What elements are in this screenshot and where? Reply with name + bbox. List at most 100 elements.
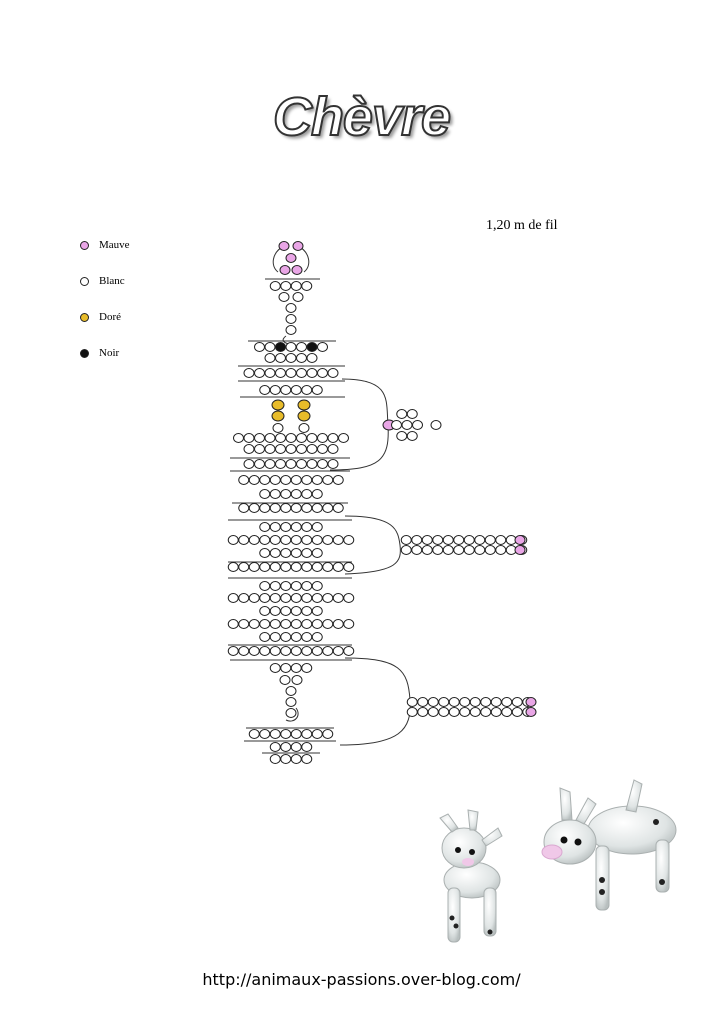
bead (248, 503, 260, 513)
bead (254, 459, 265, 469)
bead (290, 548, 302, 558)
beaded-goat-photo-left (439, 809, 503, 943)
bead (322, 729, 334, 739)
bead (514, 535, 526, 545)
bead (501, 697, 513, 707)
bead (285, 433, 297, 443)
bead (306, 368, 318, 378)
bead (290, 663, 302, 673)
bead (254, 433, 265, 443)
bead (322, 475, 334, 485)
legend-label: Mauve (99, 239, 130, 251)
bead (311, 522, 323, 532)
bead (311, 593, 323, 603)
bead (411, 535, 423, 545)
bead (280, 593, 292, 603)
bead (306, 444, 318, 454)
bead (338, 433, 349, 443)
bead (311, 503, 323, 513)
bead (285, 368, 297, 378)
bead (469, 697, 481, 707)
bead (259, 489, 271, 499)
bead (227, 646, 239, 656)
bead (280, 548, 292, 558)
bead (301, 606, 313, 616)
bead (233, 433, 244, 443)
bead (272, 423, 284, 433)
bead (269, 548, 281, 558)
bead (285, 697, 297, 707)
bead (327, 459, 339, 469)
bead (448, 707, 460, 717)
legend-label: Noir (99, 347, 120, 359)
bead (474, 545, 486, 555)
bead (238, 475, 250, 485)
bead (480, 697, 492, 707)
bead (343, 646, 355, 656)
bead (391, 420, 402, 430)
bead (264, 342, 276, 352)
bead (280, 475, 292, 485)
bead (343, 619, 355, 629)
bead (301, 663, 313, 673)
wire-path (344, 515, 401, 575)
bead (396, 409, 408, 419)
bead (301, 548, 313, 558)
bead (269, 606, 281, 616)
bead (243, 459, 255, 469)
bead (459, 697, 471, 707)
bead (442, 535, 454, 545)
bead (280, 606, 292, 616)
bead (269, 754, 281, 764)
bead (525, 707, 537, 717)
bead (327, 444, 339, 454)
bead (301, 581, 313, 591)
bead (264, 368, 276, 378)
bead (248, 535, 260, 545)
bead (427, 697, 439, 707)
bead (290, 281, 302, 291)
bead (301, 475, 313, 485)
bead (275, 368, 286, 378)
bead (254, 444, 265, 454)
bead (269, 562, 281, 572)
bead (343, 535, 355, 545)
bead (269, 475, 281, 485)
bead (259, 606, 271, 616)
bead (285, 686, 297, 696)
bead (285, 303, 297, 313)
bead (463, 535, 475, 545)
bead (279, 265, 291, 275)
bead (290, 619, 302, 629)
bead (285, 353, 297, 363)
bead (301, 503, 313, 513)
bead (243, 444, 255, 454)
bead (269, 535, 281, 545)
bead (406, 697, 418, 707)
legend-label: Blanc (99, 275, 125, 287)
bead (474, 535, 486, 545)
bead (322, 593, 334, 603)
bead (259, 646, 271, 656)
bead (259, 548, 271, 558)
bead (290, 593, 302, 603)
bead (301, 754, 313, 764)
legend-item-dore: Doré (80, 308, 121, 326)
bead (259, 535, 271, 545)
bead (430, 420, 442, 430)
bead (301, 385, 313, 395)
bead (254, 342, 265, 352)
bead (301, 562, 313, 572)
bead (238, 646, 250, 656)
bead (301, 535, 313, 545)
wire-path (339, 657, 411, 746)
bead (311, 646, 323, 656)
bead (279, 675, 291, 685)
bead (490, 707, 502, 717)
bead (332, 593, 344, 603)
bead (280, 663, 292, 673)
bead (296, 353, 307, 363)
gold-bead-swatch (80, 312, 89, 322)
bead (301, 281, 313, 291)
bead (311, 619, 323, 629)
